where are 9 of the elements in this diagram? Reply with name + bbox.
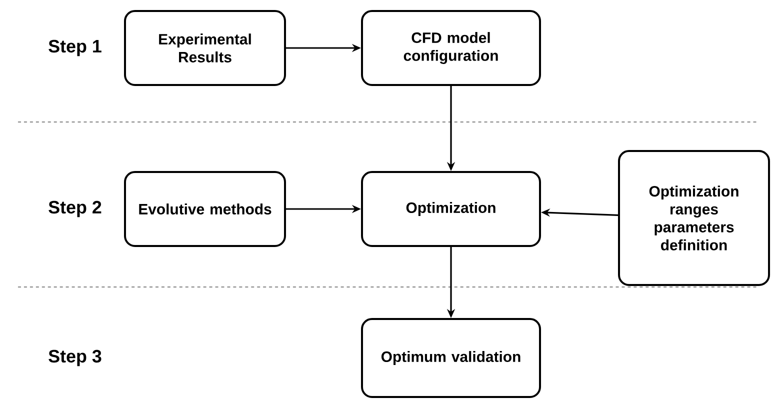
- process-box: Evolutive methods: [124, 171, 286, 247]
- process-box: Optimization: [361, 171, 541, 247]
- process-box: Optimum validation: [361, 318, 541, 398]
- process-box: CFD model configuration: [361, 10, 541, 86]
- step-label: Step 1: [48, 40, 102, 56]
- step-label: Step 3: [48, 350, 102, 366]
- step-label: Step 2: [48, 200, 102, 218]
- process-box: Optimization ranges parameters definition: [618, 150, 770, 286]
- process-box: Experimental Results: [124, 10, 286, 86]
